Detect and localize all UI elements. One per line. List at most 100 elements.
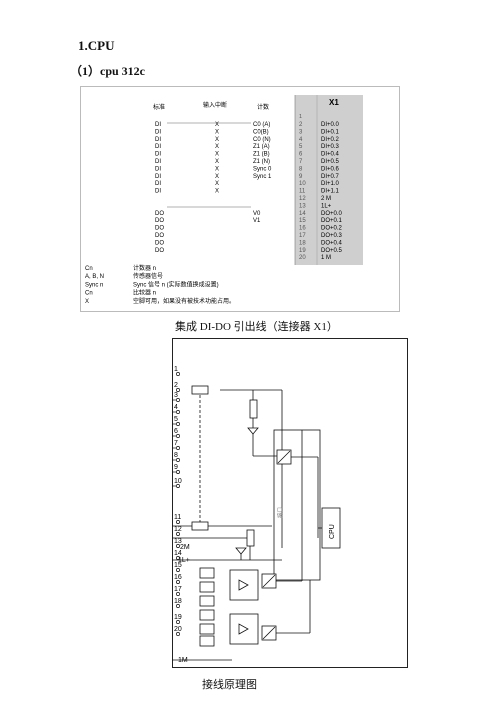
pin-number: 5 <box>174 416 178 423</box>
table-cell-std: DI <box>155 189 161 195</box>
led-icon <box>247 427 259 435</box>
table-cell-sig: DI+0.7 <box>321 174 340 180</box>
terminal-14 <box>176 556 180 560</box>
terminal-12 <box>176 532 180 536</box>
bus-label: 接口 <box>276 507 284 518</box>
table-cell-cnt: V1 <box>253 218 261 224</box>
table-cell-sig: DI+0.3 <box>321 144 340 150</box>
table-cell-pin: 4 <box>299 137 303 143</box>
table-cell-sig: DI+0.2 <box>321 137 340 143</box>
header-counter: 计数 <box>257 103 269 111</box>
table-cell-irq: X <box>215 129 219 135</box>
table-cell-cnt: Sync 0 <box>253 166 272 172</box>
table-cell-sig: 2 M <box>321 196 331 202</box>
legend-value: Sync 信号 n (实际数值换成设置) <box>133 280 219 288</box>
terminal-13 <box>176 544 180 548</box>
terminal-16 <box>176 580 180 584</box>
table-cell-std: DI <box>155 129 161 135</box>
terminal-9 <box>176 470 180 474</box>
header-interrupt: 输入中断 <box>203 101 227 109</box>
pin-number: 4 <box>174 404 178 411</box>
table-cell-pin: 2 <box>299 122 303 128</box>
table-cell-std: DI <box>155 159 161 165</box>
legend-key: Cn <box>85 291 93 297</box>
cpu-label: CPU <box>329 524 336 539</box>
terminal-2 <box>176 388 180 392</box>
table-cell-sig: DO+0.2 <box>321 226 343 232</box>
table-cell-pin: 5 <box>299 144 303 150</box>
terminal-7 <box>176 446 180 450</box>
table-cell-cnt: Sync 1 <box>253 174 272 180</box>
output-resistor <box>246 529 255 547</box>
table-cell-sig: DI+0.0 <box>321 122 340 128</box>
table-cell-std: DI <box>155 122 161 128</box>
table-cell-pin: 11 <box>299 189 306 195</box>
table-cell-std: DO <box>155 248 164 254</box>
pin-number: 20 <box>174 626 182 633</box>
table-cell-sig: DI+0.5 <box>321 159 340 165</box>
pin-number: 1 <box>174 366 178 373</box>
table-cell-pin: 17 <box>299 233 306 239</box>
legend-key: Sync n <box>85 282 103 288</box>
table-cell-std: DO <box>155 233 164 239</box>
pin-number: 17 <box>174 586 182 593</box>
table-cell-sig: DO+0.5 <box>321 248 343 254</box>
input-resistor <box>191 385 209 395</box>
table-cell-cnt: C0 (A) <box>253 122 270 128</box>
subsection-heading: （1）cpu 312c <box>70 64 146 78</box>
table-cell-sig: DI+0.6 <box>321 166 340 172</box>
table-cell-std: DI <box>155 174 161 180</box>
table-cell-irq: X <box>215 159 219 165</box>
terminal-18 <box>176 604 180 608</box>
table-cell-irq: X <box>215 144 219 150</box>
header-standard: 标准 <box>153 103 165 111</box>
table-caption: 集成 DI-DO 引出线（连接器 X1） <box>175 321 338 333</box>
table-cell-sig: 1L+ <box>321 203 332 209</box>
table-cell-pin: 6 <box>299 152 303 158</box>
pin-number: 8 <box>174 452 178 459</box>
table-cell-sig: DI+0.4 <box>321 152 340 158</box>
legend-key: A, B, N <box>85 274 104 280</box>
table-cell-cnt: Z1 (B) <box>253 152 270 158</box>
section-heading: 1.CPU <box>78 38 115 53</box>
pin-number: 9 <box>174 464 178 471</box>
label-1m: 1M <box>178 657 188 664</box>
table-cell-std: DI <box>155 137 161 143</box>
table-cell-std: DO <box>155 240 164 246</box>
legend-key: X <box>85 299 89 305</box>
pin-1: 1 <box>299 114 302 120</box>
table-cell-pin: 14 <box>299 211 306 217</box>
table-cell-std: DI <box>155 144 161 150</box>
label-1lplus: 1L+ <box>178 557 190 564</box>
label-2m: 2M <box>180 544 190 551</box>
interface-block <box>273 429 321 581</box>
x1-column-shade <box>295 95 363 265</box>
table-cell-sig: DI+1.1 <box>321 189 340 195</box>
table-cell-sig: DO+0.1 <box>321 218 343 224</box>
table-cell-irq: X <box>215 189 219 195</box>
table-cell-sig: DO+0.3 <box>321 233 343 239</box>
pin-number: 19 <box>174 614 182 621</box>
pin-number: 2 <box>174 382 178 389</box>
table-cell-irq: X <box>215 166 219 172</box>
table-cell-pin: 15 <box>299 218 306 224</box>
table-cell-std: DI <box>155 181 161 187</box>
terminal-3 <box>176 398 180 402</box>
table-cell-cnt: C0 (N) <box>253 137 271 143</box>
table-cell-pin: 10 <box>299 181 306 187</box>
table-cell-irq: X <box>215 152 219 158</box>
table-cell-irq: X <box>215 181 219 187</box>
legend-value: 计数器 n <box>133 264 156 272</box>
diagram-caption: 接线原理图 <box>202 679 257 691</box>
table-cell-cnt: V0 <box>253 211 261 217</box>
terminal-5 <box>176 422 180 426</box>
pin-number: 13 <box>174 538 182 545</box>
legend-key: Cn <box>85 266 93 272</box>
terminal-11 <box>176 520 180 524</box>
pin-number: 12 <box>174 526 182 533</box>
terminal-19 <box>176 620 180 624</box>
led-resistor <box>249 399 258 419</box>
table-cell-pin: 13 <box>299 203 306 209</box>
